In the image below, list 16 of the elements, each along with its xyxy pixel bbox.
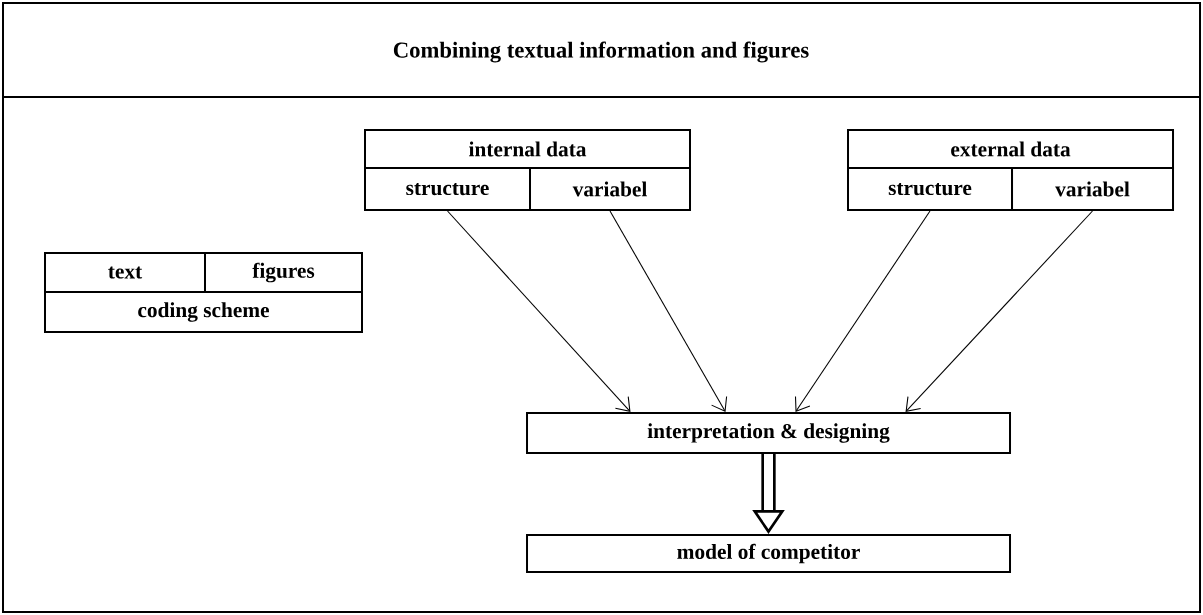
process-box: interpretation & designing <box>526 412 1011 454</box>
table-cell: internal data <box>364 129 691 169</box>
table-cell: figures <box>204 252 363 293</box>
arrow <box>446 210 631 412</box>
arrow <box>794 210 931 412</box>
table-cell: text <box>44 252 206 293</box>
table-cell: variabel <box>529 167 691 211</box>
arrow <box>905 210 1094 412</box>
title: Combining textual information and figures <box>393 41 809 63</box>
table-cell: coding scheme <box>44 291 363 333</box>
table-cell: variabel <box>1011 167 1174 211</box>
arrow <box>609 210 728 412</box>
table-cell: structure <box>364 167 531 211</box>
table-cell: external data <box>847 129 1174 169</box>
process-box: model of competitor <box>526 534 1011 573</box>
table-cell: structure <box>847 167 1013 211</box>
